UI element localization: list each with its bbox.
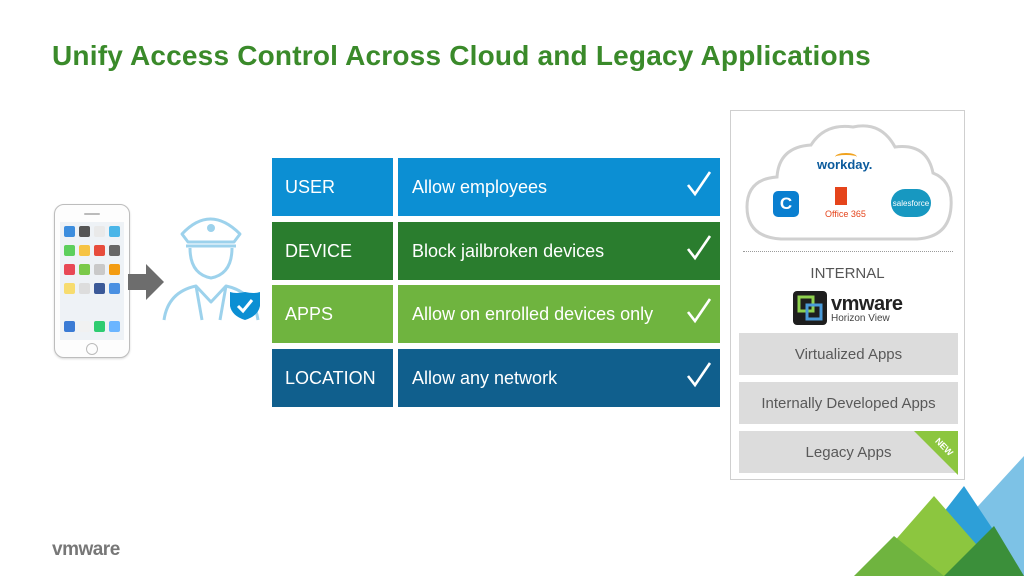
policy-value-text: Allow on enrolled devices only xyxy=(412,303,654,324)
corner-decoration xyxy=(854,456,1024,576)
virtualized-apps-label: Virtualized Apps xyxy=(794,345,903,363)
phone-app-icon xyxy=(94,264,105,275)
checkmark-icon xyxy=(686,235,712,261)
new-badge: NEW xyxy=(914,431,958,475)
phone-app-icon xyxy=(79,321,90,332)
phone-app-icon xyxy=(94,245,105,256)
phone-app-icon xyxy=(64,264,75,275)
smartphone-image xyxy=(54,204,130,358)
phone-app-icon xyxy=(79,245,90,256)
policy-label-location: LOCATION xyxy=(272,349,393,407)
arrow-right-icon xyxy=(128,264,164,300)
shield-check-icon xyxy=(230,292,260,320)
cloud-icon xyxy=(745,124,953,241)
phone-app-icon xyxy=(94,283,105,294)
horizon-view-label: Horizon View xyxy=(831,313,890,324)
workday-arc xyxy=(835,153,857,161)
policy-value-apps: Allow on enrolled devices only xyxy=(398,285,720,343)
salesforce-label: salesforce xyxy=(892,198,930,208)
checkmark-icon xyxy=(686,298,712,324)
policy-value-device: Block jailbroken devices xyxy=(398,222,720,280)
phone-app-icon xyxy=(79,226,90,237)
phone-app-icon xyxy=(109,264,120,275)
legacy-apps-box: Legacy Apps NEW xyxy=(739,431,958,475)
security-officer-icon xyxy=(162,217,260,321)
virtualized-apps-box: Virtualized Apps xyxy=(739,333,958,375)
phone-app-icon xyxy=(109,321,120,332)
internal-heading: INTERNAL xyxy=(810,265,885,282)
phone-app-icon xyxy=(64,245,75,256)
salesforce-logo: salesforce xyxy=(891,189,931,217)
internally-developed-apps-box: Internally Developed Apps xyxy=(739,382,958,424)
checkmark-icon xyxy=(686,171,712,197)
c-app-icon: C xyxy=(773,191,799,217)
phone-app-icon xyxy=(79,283,90,294)
divider xyxy=(743,251,953,252)
vmware-horizon-logo: vmware Horizon View xyxy=(793,291,913,327)
policy-value-text: Allow any network xyxy=(412,367,558,388)
phone-app-icon xyxy=(79,264,90,275)
phone-app-icon xyxy=(94,226,105,237)
phone-app-icon xyxy=(64,226,75,237)
policy-value-text: Allow employees xyxy=(412,176,548,197)
phone-speaker xyxy=(84,213,100,215)
phone-home-button xyxy=(86,343,98,355)
workday-logo: workday. xyxy=(817,157,873,172)
office-label: Office 365 xyxy=(825,209,866,219)
checkmark-icon xyxy=(686,362,712,388)
applications-panel: workday. C Office 365 salesforce INTERNA… xyxy=(730,110,965,480)
slide-title: Unify Access Control Across Cloud and Le… xyxy=(52,40,871,71)
vmware-footer-logo: vmware xyxy=(52,539,120,560)
policy-label-user: USER xyxy=(272,158,393,216)
policy-value-text: Block jailbroken devices xyxy=(412,240,605,261)
phone-app-icon xyxy=(109,245,120,256)
policy-value-user: Allow employees xyxy=(398,158,720,216)
policy-label-apps: APPS xyxy=(272,285,393,343)
policy-value-location: Allow any network xyxy=(398,349,720,407)
phone-screen xyxy=(60,222,124,340)
internally-developed-apps-label: Internally Developed Apps xyxy=(761,394,936,412)
phone-app-icon xyxy=(94,321,105,332)
phone-app-icon xyxy=(109,283,120,294)
horizon-view-icon xyxy=(793,291,827,325)
phone-app-icon xyxy=(64,283,75,294)
phone-app-icon xyxy=(64,321,75,332)
phone-app-icon xyxy=(109,226,120,237)
policy-label-device: DEVICE xyxy=(272,222,393,280)
office-icon xyxy=(835,187,847,205)
vmware-wordmark: vmware xyxy=(831,293,903,315)
legacy-apps-label: Legacy Apps xyxy=(805,443,892,461)
